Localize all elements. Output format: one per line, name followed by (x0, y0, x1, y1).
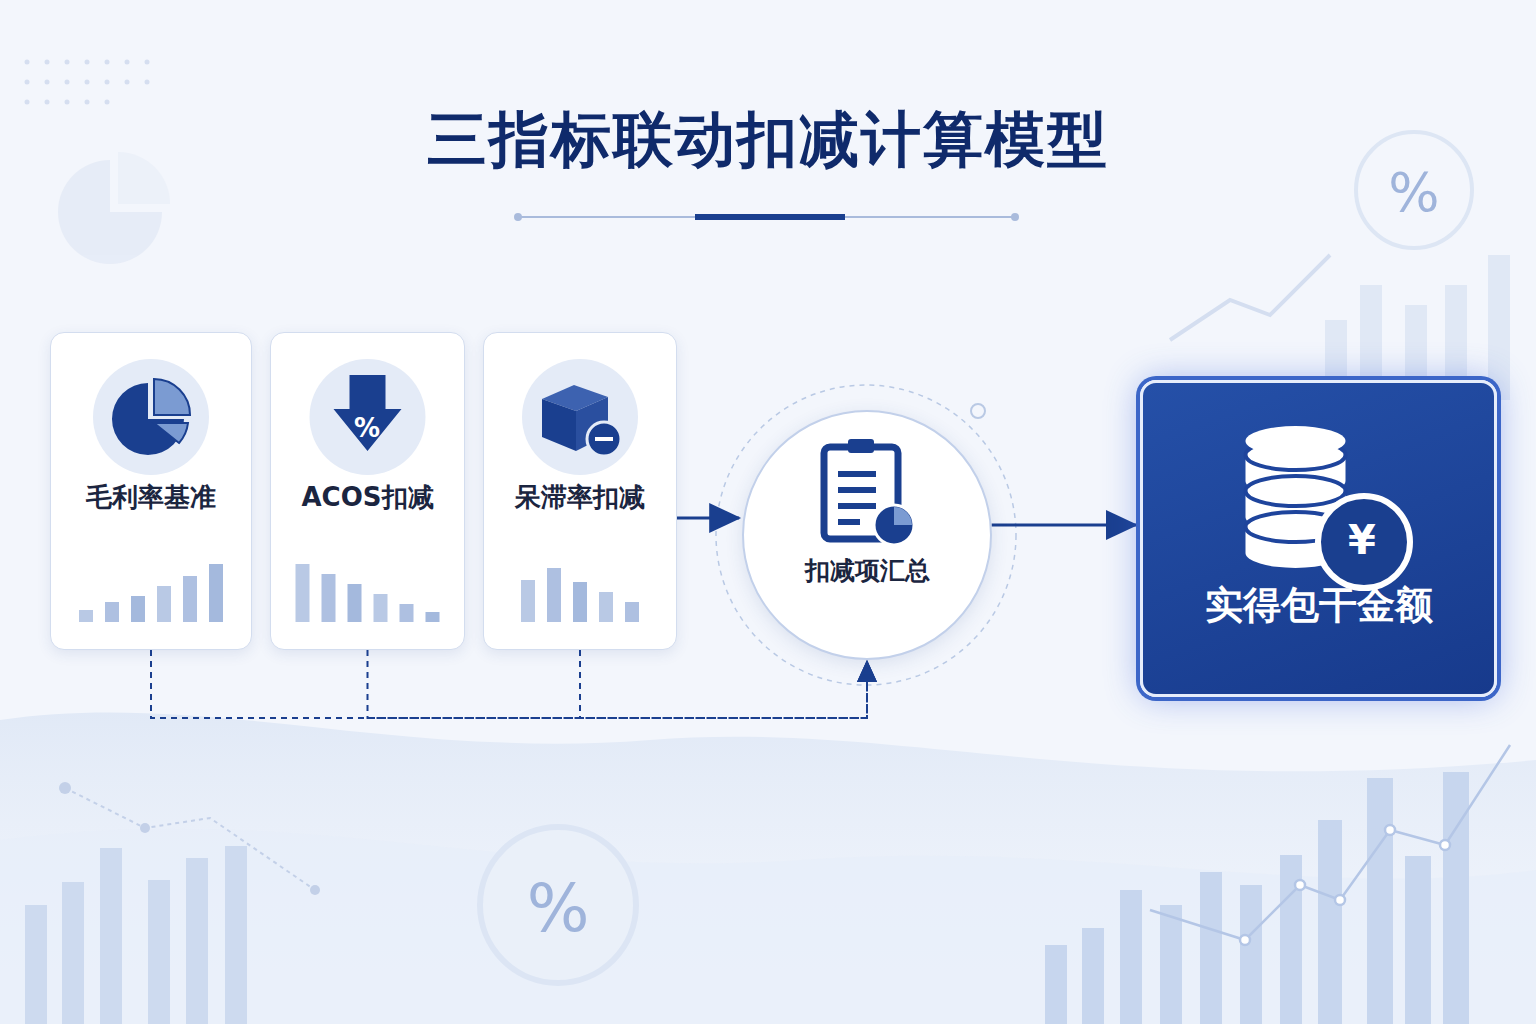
dashed-feed-line (580, 650, 867, 718)
node-label: 呆滞率扣减 (484, 480, 676, 515)
node-label: 实得包干金额 (1143, 580, 1494, 631)
node-label: 毛利率基准 (51, 480, 251, 515)
flow-arrow (992, 524, 1136, 527)
result-box: 实得包干金额 (1140, 380, 1497, 697)
node-label: 扣减项汇总 (744, 554, 990, 587)
node-icon (1142, 382, 1499, 699)
dashed-feed-line (151, 650, 867, 718)
node-icon (743, 411, 993, 661)
flow-arrow (677, 517, 739, 520)
currency-symbol: ¥ (1348, 517, 1376, 563)
watermark-percent: % (1388, 161, 1439, 224)
metric-card: ACOS扣减 (270, 332, 465, 650)
dashed-feed-line (368, 650, 868, 718)
summary-circle: 扣减项汇总 (742, 410, 992, 660)
node-label: ACOS扣减 (271, 480, 464, 515)
watermark-percent: % (527, 870, 590, 947)
metric-card: 呆滞率扣减 (483, 332, 677, 650)
metric-card: 毛利率基准 (50, 332, 252, 650)
diagram-title: 三指标联动扣减计算模型 (0, 100, 1536, 181)
icon-percent: % (354, 413, 380, 443)
